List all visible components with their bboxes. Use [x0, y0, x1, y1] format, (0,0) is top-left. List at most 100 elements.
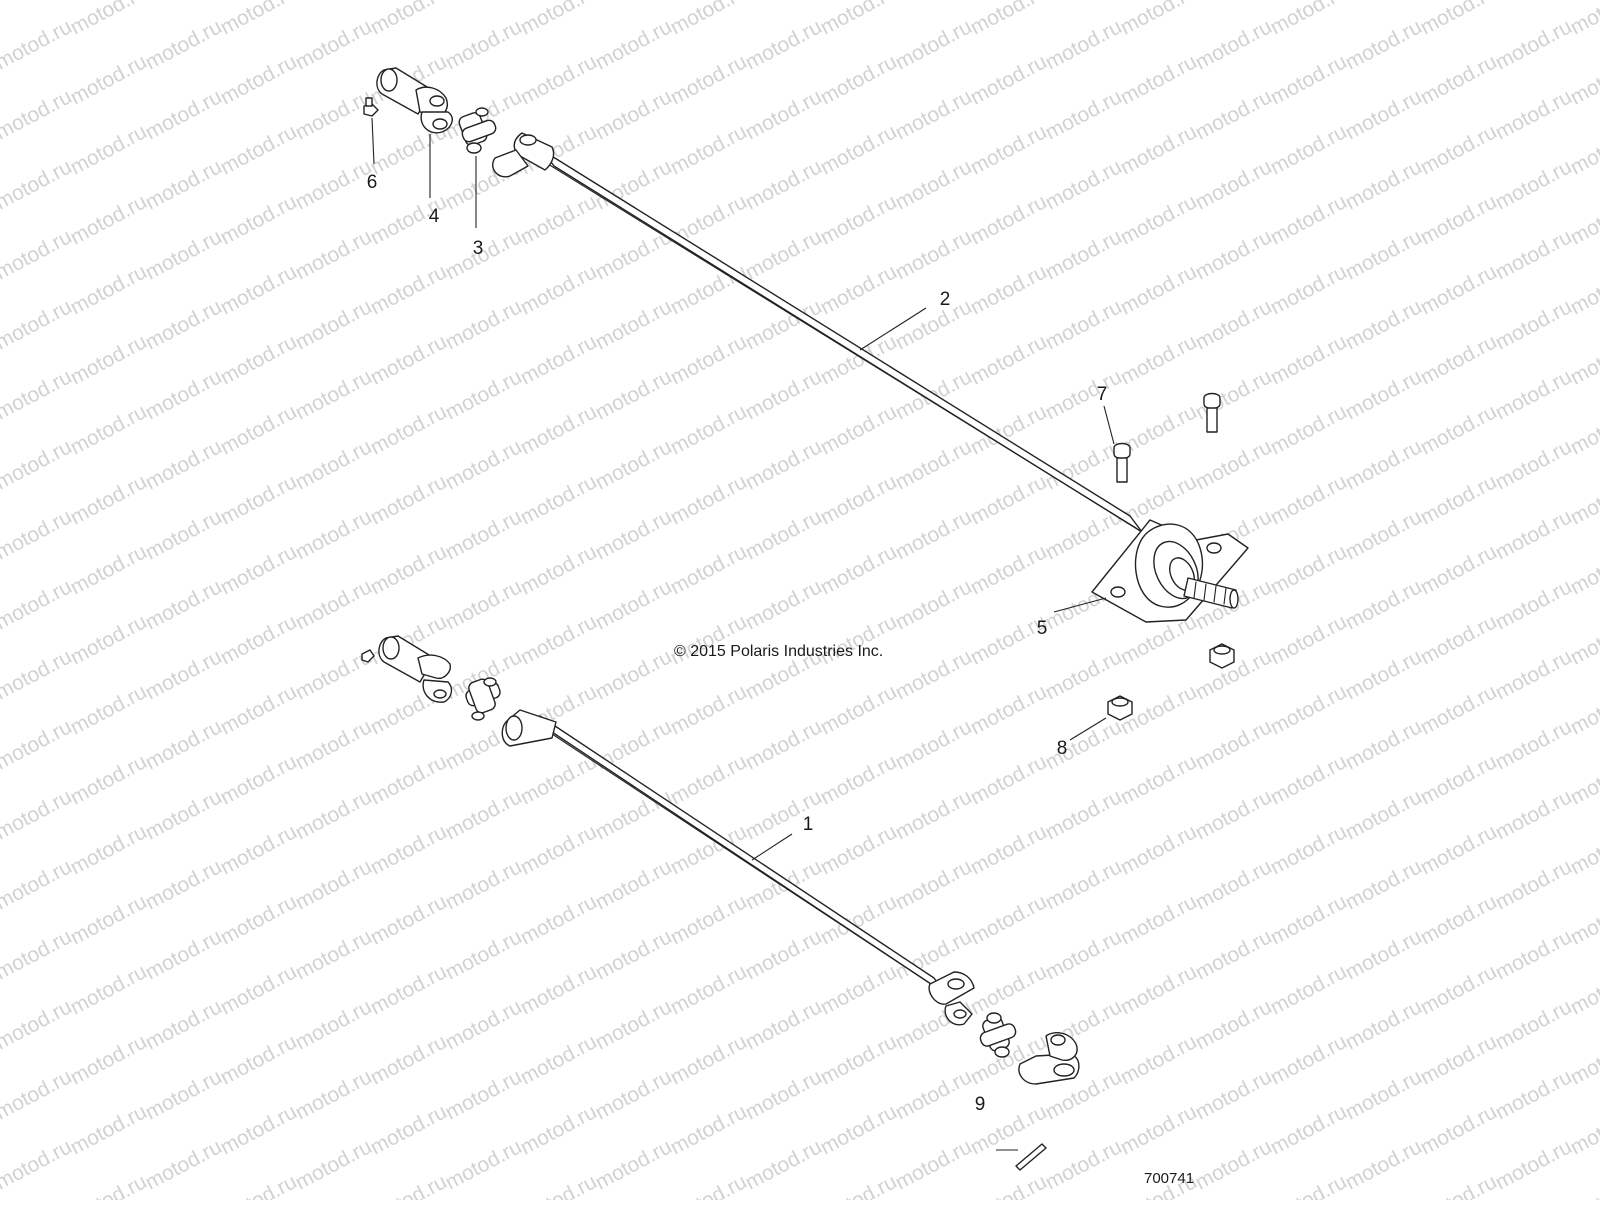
part-2-propshaft	[492, 132, 1143, 533]
watermark-text: motod.ru	[592, 0, 676, 4]
watermark-text: motod.ru	[0, 365, 76, 424]
watermark-text: motod.ru	[142, 15, 226, 74]
watermark-text: motod.ru	[817, 50, 901, 109]
watermark-text: motod.ru	[1492, 575, 1576, 634]
watermark-text: motod.ru	[442, 0, 526, 4]
watermark-text: motod.ru	[892, 1065, 976, 1124]
watermark-text: motod.ru	[817, 1170, 901, 1200]
watermark-text: motod.ru	[67, 820, 151, 879]
watermark-text: motod.ru	[1267, 540, 1351, 599]
watermark-text: motod.ru	[517, 0, 601, 39]
watermark-text: motod.ru	[667, 960, 751, 1019]
watermark-text: motod.ru	[667, 1170, 751, 1200]
watermark-text: motod.ru	[1192, 435, 1276, 494]
watermark-text: motod.ru	[1417, 330, 1501, 389]
watermark-text: motod.ru	[142, 785, 226, 844]
watermark-text: motod.ru	[1192, 295, 1276, 354]
watermark-text: motod.ru	[892, 15, 976, 74]
watermark-text: motod.ru	[1267, 0, 1351, 39]
watermark-text: motod.ru	[592, 785, 676, 844]
watermark-text: motod.ru	[1117, 260, 1201, 319]
watermark-text: motod.ru	[1192, 225, 1276, 284]
watermark-text: motod.ru	[1417, 890, 1501, 949]
watermark-text: motod.ru	[1267, 190, 1351, 249]
watermark-text: motod.ru	[517, 890, 601, 949]
watermark-text: motod.ru	[1417, 470, 1501, 529]
watermark-text: motod.ru	[142, 995, 226, 1054]
watermark-text: motod.ru	[292, 925, 376, 984]
watermark-text: motod.ru	[67, 0, 151, 39]
watermark-text: motod.ru	[1192, 785, 1276, 844]
callout-8: 8	[1057, 738, 1068, 759]
watermark-text: motod.ru	[67, 750, 151, 809]
watermark-text: motod.ru	[367, 330, 451, 389]
lower-propshaft-assembly	[361, 635, 1080, 1171]
watermark-text: motod.ru	[292, 435, 376, 494]
watermark-text: motod.ru	[292, 715, 376, 774]
watermark-text: motod.ru	[817, 260, 901, 319]
watermark-text: motod.ru	[1417, 260, 1501, 319]
watermark-text: motod.ru	[142, 0, 226, 4]
watermark-text: motod.ru	[1342, 785, 1426, 844]
watermark-text: motod.ru	[1267, 960, 1351, 1019]
watermark-text: motod.ru	[1117, 190, 1201, 249]
watermark-text: motod.ru	[67, 1100, 151, 1159]
watermark-text: motod.ru	[442, 15, 526, 74]
watermark-text: motod.ru	[667, 120, 751, 179]
watermark-text: motod.ru	[742, 155, 826, 214]
watermark-text: motod.ru	[1492, 225, 1576, 284]
slip-yoke-lower	[378, 635, 453, 703]
watermark-text: motod.ru	[0, 295, 76, 354]
watermark-text: motod.ru	[442, 855, 526, 914]
watermark-text: motod.ru	[742, 85, 826, 144]
watermark-text: motod.ru	[67, 190, 151, 249]
watermark-text: motod.ru	[367, 470, 451, 529]
watermark-text: motod.ru	[1192, 15, 1276, 74]
watermark-text: motod.ru	[1417, 400, 1501, 459]
watermark-text: motod.ru	[142, 715, 226, 774]
watermark-text: motod.ru	[892, 505, 976, 564]
watermark-text: motod.ru	[217, 470, 301, 529]
watermark-text: motod.ru	[367, 1100, 451, 1159]
watermark-text: motod.ru	[1042, 645, 1126, 704]
watermark-text: motod.ru	[592, 365, 676, 424]
watermark-text: motod.ru	[442, 575, 526, 634]
watermark-text: motod.ru	[817, 190, 901, 249]
watermark-text: motod.ru	[817, 960, 901, 1019]
watermark-text: motod.ru	[1342, 365, 1426, 424]
watermark-text: motod.ru	[0, 855, 76, 914]
part-1-propshaft	[501, 709, 975, 1026]
watermark-text: motod.ru	[142, 435, 226, 494]
watermark-text: motod.ru	[0, 0, 76, 4]
watermark-text: motod.ru	[217, 400, 301, 459]
watermark-text: motod.ru	[892, 295, 976, 354]
watermark-text: motod.ru	[142, 155, 226, 214]
watermark-text: motod.ru	[442, 505, 526, 564]
watermark-text: motod.ru	[667, 50, 751, 109]
watermark-text: motod.ru	[1492, 855, 1576, 914]
watermark-text: motod.ru	[742, 715, 826, 774]
watermark-text: motod.ru	[1117, 120, 1201, 179]
watermark-text: motod.ru	[1417, 1100, 1501, 1159]
watermark-text: motod.ru	[1042, 1135, 1126, 1194]
watermark-text: motod.ru	[1192, 995, 1276, 1054]
watermark-text: motod.ru	[442, 1135, 526, 1194]
watermark-text: motod.ru	[1042, 435, 1126, 494]
watermark-text: motod.ru	[667, 1030, 751, 1089]
watermark-text: motod.ru	[67, 680, 151, 739]
watermark-text: motod.ru	[142, 365, 226, 424]
watermark-text: motod.ru	[742, 365, 826, 424]
watermark-text: motod.ru	[217, 540, 301, 599]
watermark-text: motod.ru	[517, 960, 601, 1019]
watermark-text: motod.ru	[442, 925, 526, 984]
watermark-text: motod.ru	[1492, 85, 1576, 144]
watermark-text: motod.ru	[367, 540, 451, 599]
watermark-text: motod.ru	[1417, 0, 1501, 39]
watermark-text: motod.ru	[517, 260, 601, 319]
watermark-text: motod.ru	[67, 960, 151, 1019]
watermark-text: motod.ru	[0, 925, 76, 984]
watermark-text: motod.ru	[517, 540, 601, 599]
watermark-text: motod.ru	[817, 0, 901, 39]
watermark-text: motod.ru	[67, 120, 151, 179]
watermark-text: motod.ru	[292, 85, 376, 144]
